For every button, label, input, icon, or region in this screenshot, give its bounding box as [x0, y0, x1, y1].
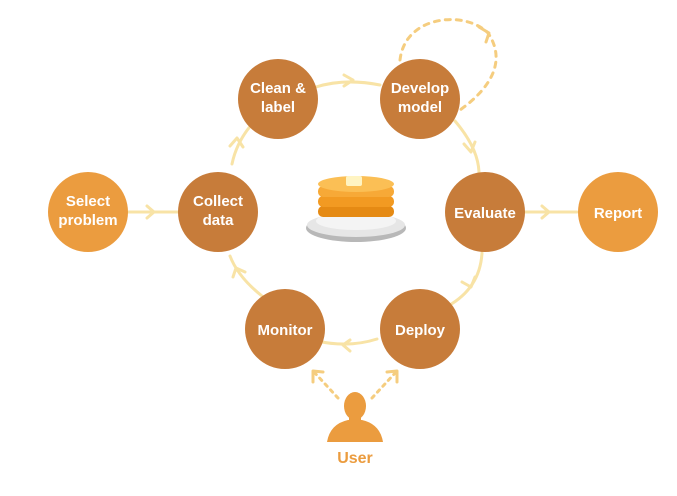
edge-clean-to-develop: [314, 80, 382, 89]
user: User: [327, 392, 383, 467]
arrowhead-evaluate-deploy: [460, 275, 477, 289]
node-develop-model: Develop model: [380, 59, 460, 139]
node-collect-data: Collect data: [178, 172, 258, 252]
user-to-monitor-link: [312, 370, 340, 400]
node-label: Develop: [391, 80, 449, 97]
node-label: Deploy: [395, 322, 446, 339]
user-monitor-arrowhead: [311, 369, 325, 384]
node-monitor: Monitor: [245, 289, 325, 369]
person-icon: [327, 392, 383, 442]
node-label: Monitor: [258, 322, 313, 339]
edge-evaluate-to-deploy: [446, 251, 484, 308]
pancakes-icon: [306, 176, 406, 242]
develop-loop-arrowhead: [477, 25, 491, 44]
node-report: Report: [578, 172, 658, 252]
node-label: Report: [594, 205, 642, 222]
node-label: label: [261, 99, 295, 116]
arrowhead-evaluate-report: [540, 204, 551, 220]
arrowhead-deploy-monitor: [341, 338, 352, 353]
arrowhead-collect-clean: [228, 136, 245, 149]
user-label: User: [337, 450, 373, 467]
edge-monitor-to-collect: [228, 254, 264, 298]
user-to-deploy-link: [370, 370, 398, 400]
arrowhead-select-collect: [145, 204, 156, 220]
arrowhead-monitor-collect: [231, 266, 247, 279]
node-evaluate: Evaluate: [445, 172, 525, 252]
arrowhead-develop-evaluate: [462, 140, 477, 154]
node-label: data: [203, 212, 235, 229]
node-label: Select: [66, 193, 110, 210]
node-label: Evaluate: [454, 205, 516, 222]
node-label: model: [398, 99, 442, 116]
node-deploy: Deploy: [380, 289, 460, 369]
node-label: problem: [58, 212, 117, 229]
user-deploy-arrowhead: [385, 369, 399, 384]
node-clean-label: Clean & label: [238, 59, 318, 139]
node-select-problem: Select problem: [48, 172, 128, 252]
node-label: Collect: [193, 193, 243, 210]
arrowhead-clean-develop: [342, 73, 355, 88]
node-label: Clean &: [250, 80, 306, 97]
svg-text:Clean &label: Clean & label: [250, 80, 306, 116]
